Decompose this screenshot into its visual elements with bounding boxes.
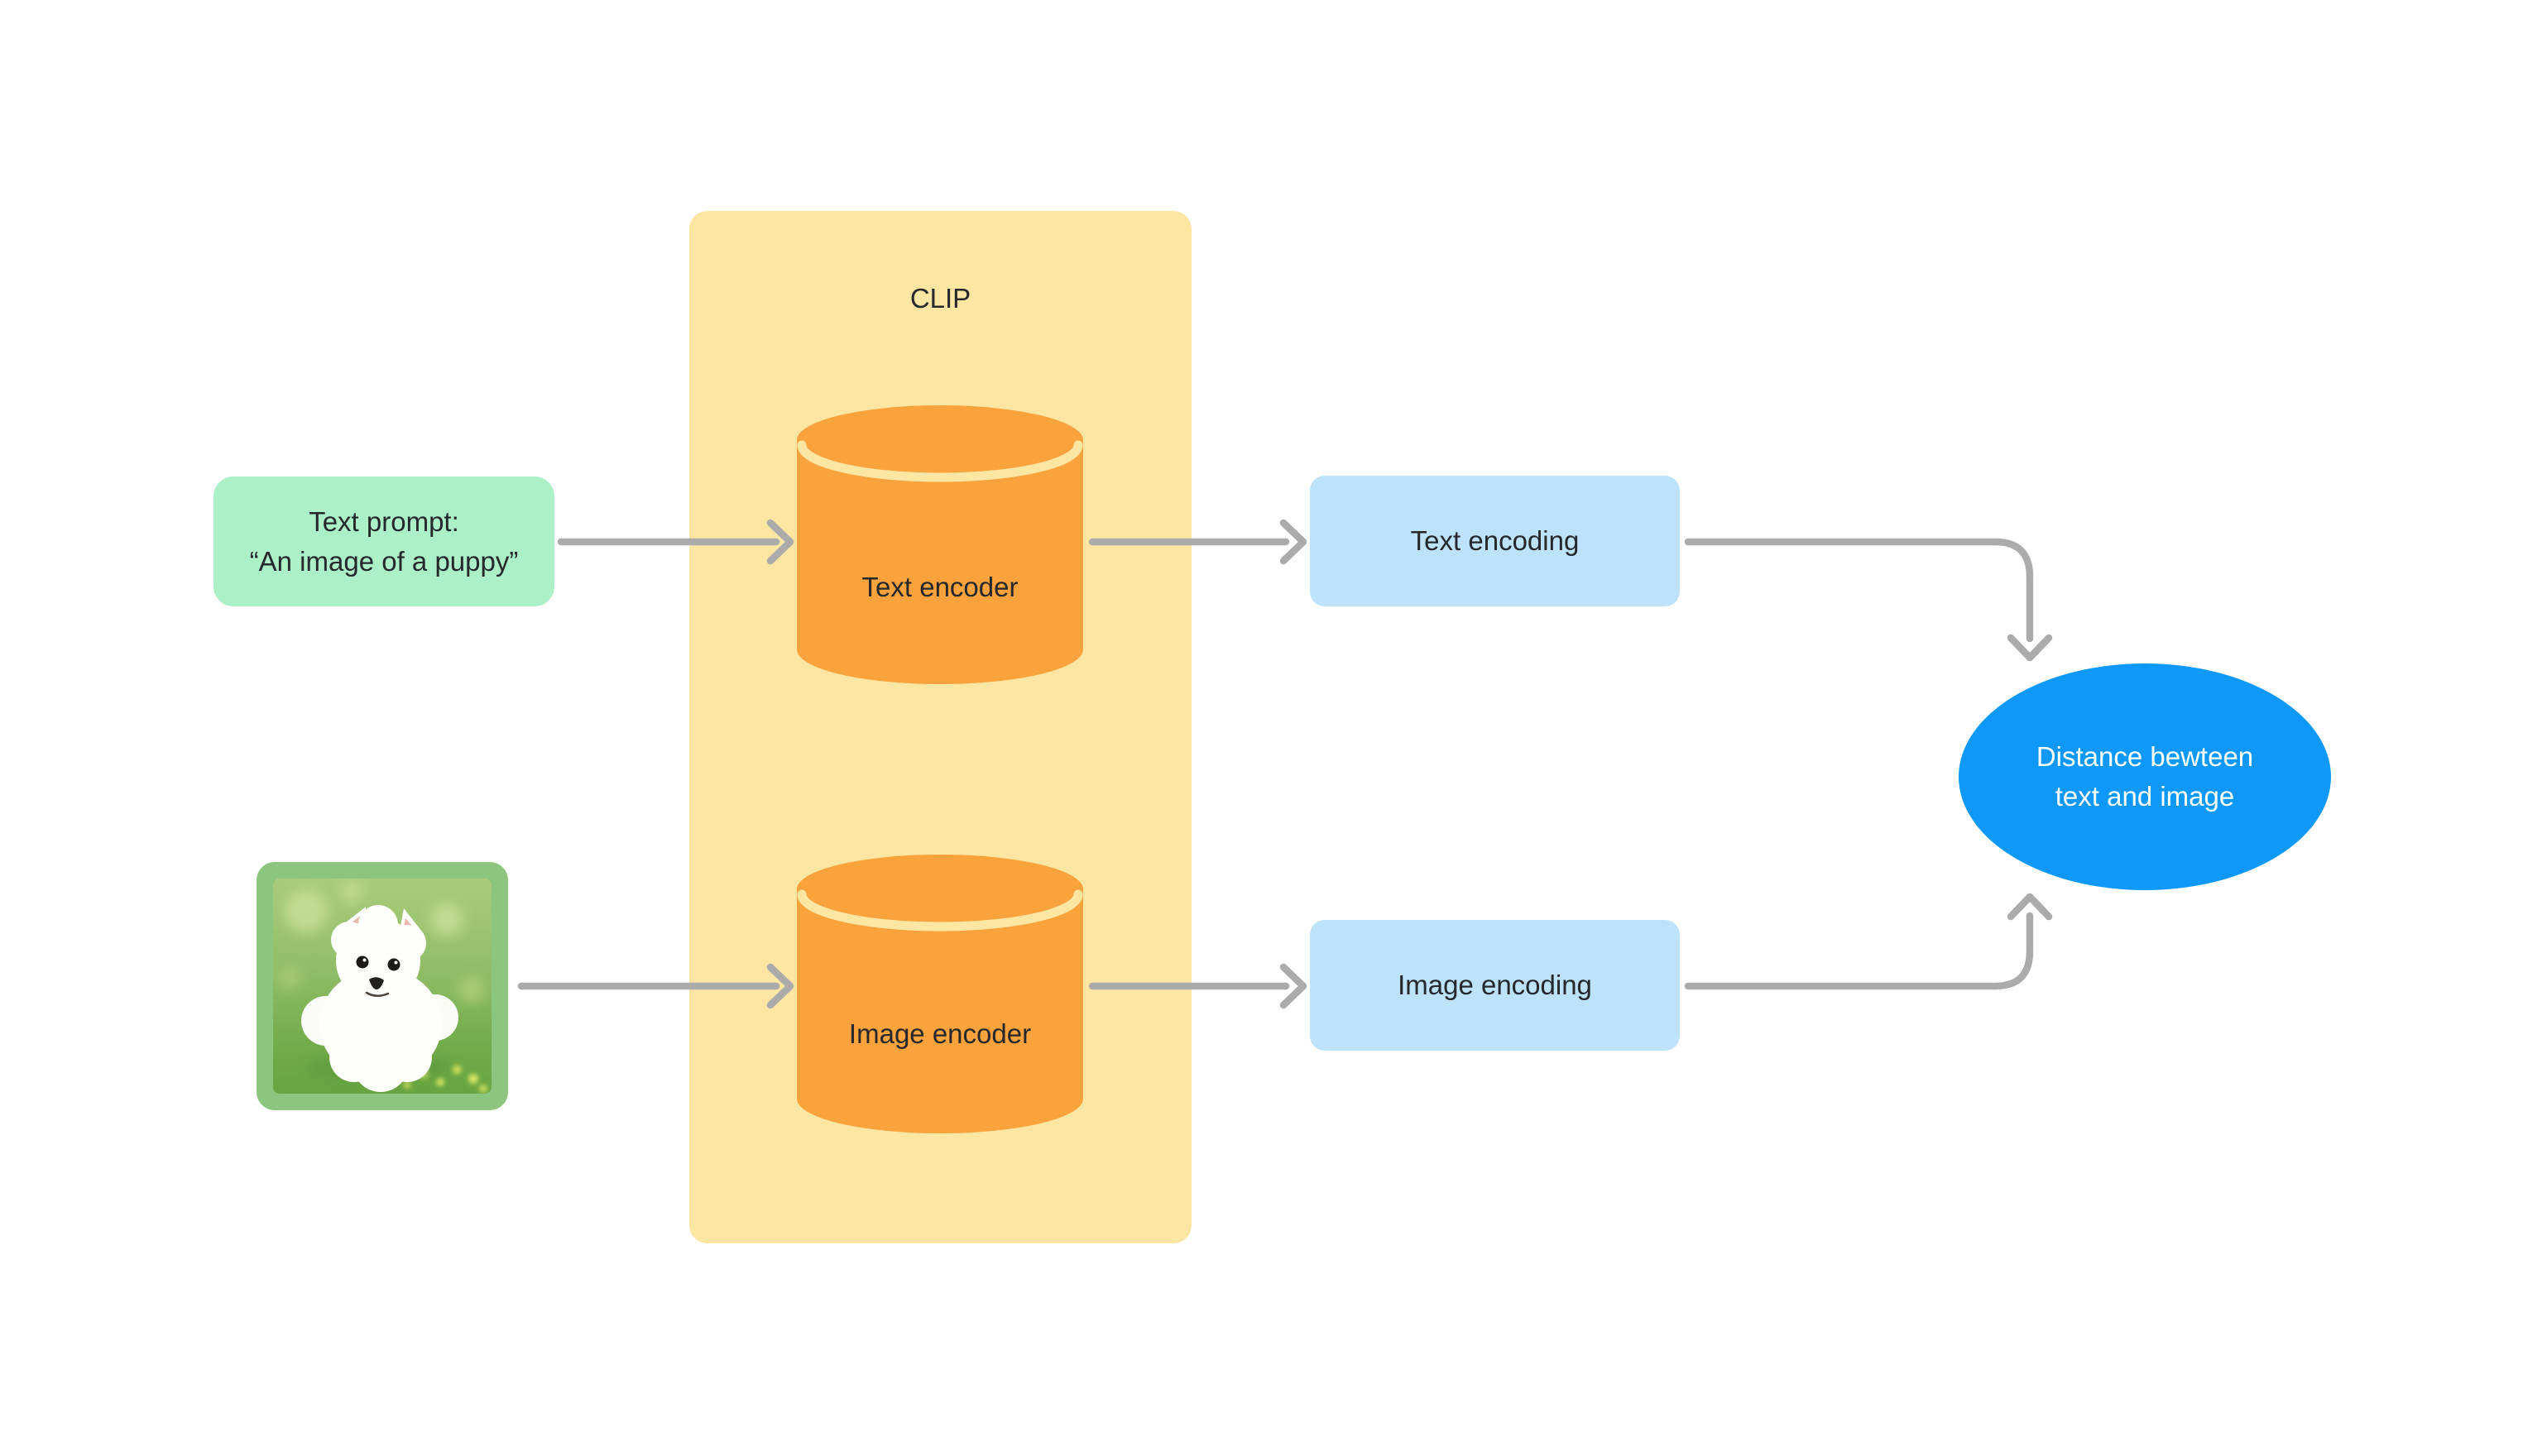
distance-line1: Distance bewteen xyxy=(2036,741,2254,772)
clip-container-title: CLIP xyxy=(909,283,971,314)
distance-line2: text and image xyxy=(2055,781,2235,812)
clip-container: CLIP xyxy=(689,211,1192,1243)
image-encoding-node: Image encoding xyxy=(1310,920,1680,1051)
arrow-image-encoding-to-distance xyxy=(1684,893,2053,990)
text-encoder-label: Text encoder xyxy=(861,572,1019,602)
text-prompt-line2: “An image of a puppy” xyxy=(249,545,519,577)
image-encoder-label: Image encoder xyxy=(848,1018,1032,1049)
puppy-photo-frame xyxy=(257,862,508,1110)
text-prompt-node: Text prompt: “An image of a puppy” xyxy=(213,477,554,606)
distance-node: Distance bewteen text and image xyxy=(1959,663,2331,890)
image-encoding-label: Image encoding xyxy=(1398,970,1592,1000)
arrow-text-encoding-to-distance xyxy=(1684,538,2053,662)
text-prompt-line1: Text prompt: xyxy=(309,505,459,537)
puppy-image xyxy=(273,879,492,1094)
text-encoding-label: Text encoding xyxy=(1410,525,1580,556)
text-encoding-node: Text encoding xyxy=(1310,476,1680,606)
